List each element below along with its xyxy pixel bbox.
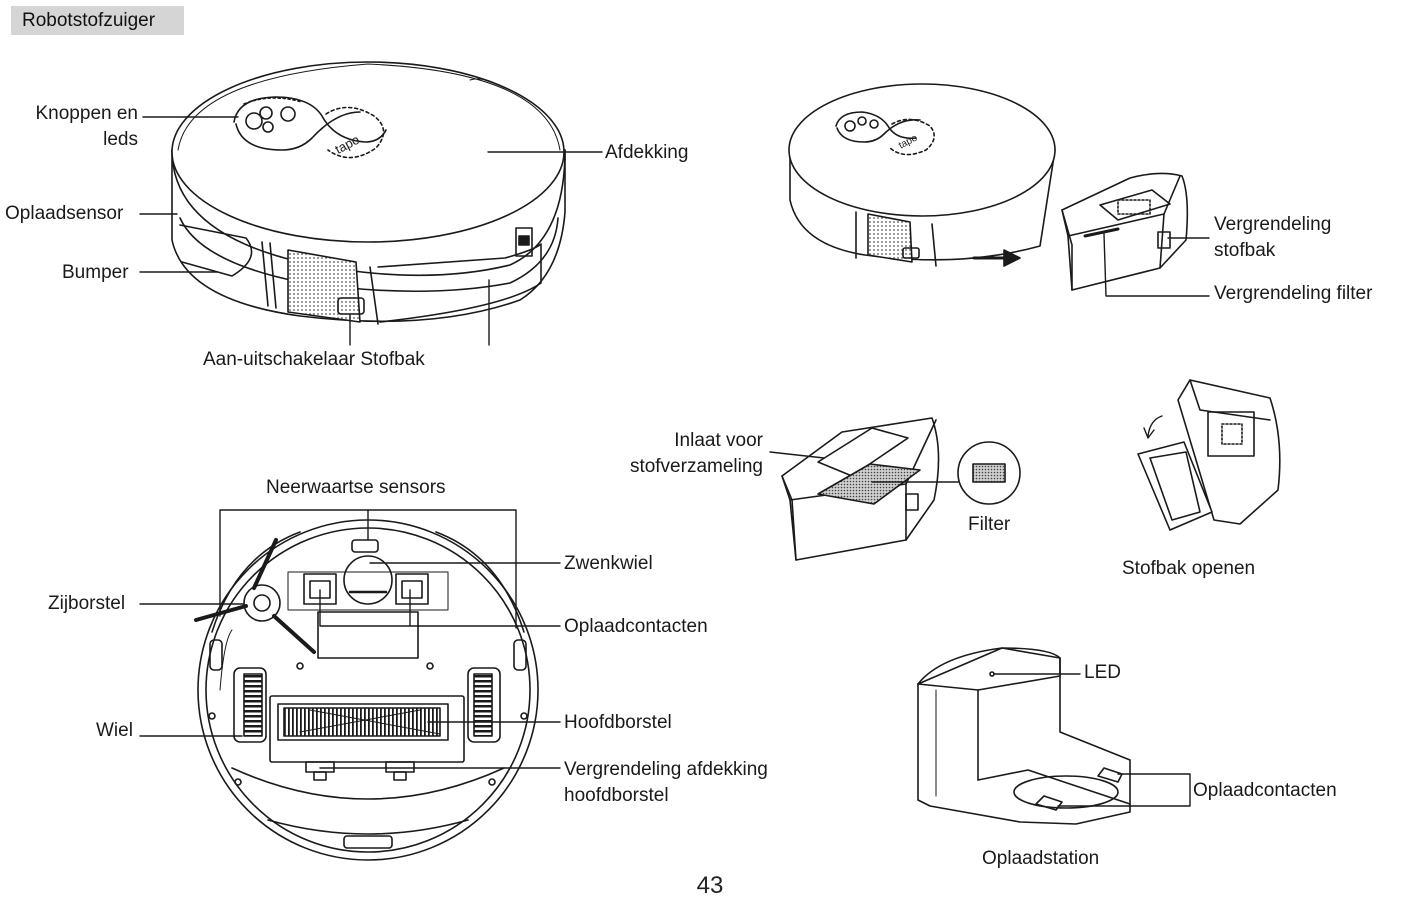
leader-lines-bottom [140,510,560,768]
filter-latch-label: Vergrendeling filter [1214,283,1373,304]
brush-latch-label: Vergrendeling afdekking hoofdborstel [564,759,768,806]
dustbin-opening-illustration [1138,380,1280,530]
robot-bottom-illustration [196,520,538,860]
buttons-leds-panel [234,97,386,158]
bottom-contacts-label: Oplaadcontacten [564,616,708,637]
bumper-label: Bumper [62,262,129,283]
robot-top-illustration: tapo [172,62,565,324]
open-bin-label: Stofbak openen [1122,558,1256,579]
side-brush-label: Zijborstel [48,593,126,614]
charge-sensor-label: Oplaadsensor [5,203,124,224]
inlet-label: Inlaat voor stofverzameling [629,430,763,477]
charging-dock-illustration [918,648,1130,824]
wheel-label: Wiel [96,720,133,741]
dock-contacts-label: Oplaadcontacten [1193,780,1337,801]
dock-label: Oplaadstation [982,848,1100,869]
leader-lines-filter [770,452,958,482]
section-header: Robotstofzuiger [11,6,184,35]
robot-dustbin-removed-illustration: tapo [789,84,1055,266]
dustbin-filter-illustration [782,418,1020,560]
switch-dustbin-label: Aan-uitschakelaar Stofbak [203,349,425,370]
dustbin-latch-label: Vergrendeling stofbak [1214,214,1332,261]
section-title: Robotstofzuiger [22,10,156,31]
main-brush-label: Hoofdborstel [564,712,672,733]
side-brush [196,540,314,690]
cliff-sensors-label: Neerwaartse sensors [266,477,446,498]
caster-label: Zwenkwiel [564,553,653,574]
buttons-leds-label: Knoppen en leds [35,103,139,150]
page-number: 43 [696,872,724,899]
filter-label: Filter [968,514,1011,535]
leader-lines-dustbin [1104,234,1209,296]
leader-lines-top [140,117,602,345]
cover-label: Afdekking [605,142,689,163]
led-label: LED [1084,662,1121,683]
leader-lines-dock [994,674,1190,806]
dustbin-latched-illustration [1062,173,1187,290]
